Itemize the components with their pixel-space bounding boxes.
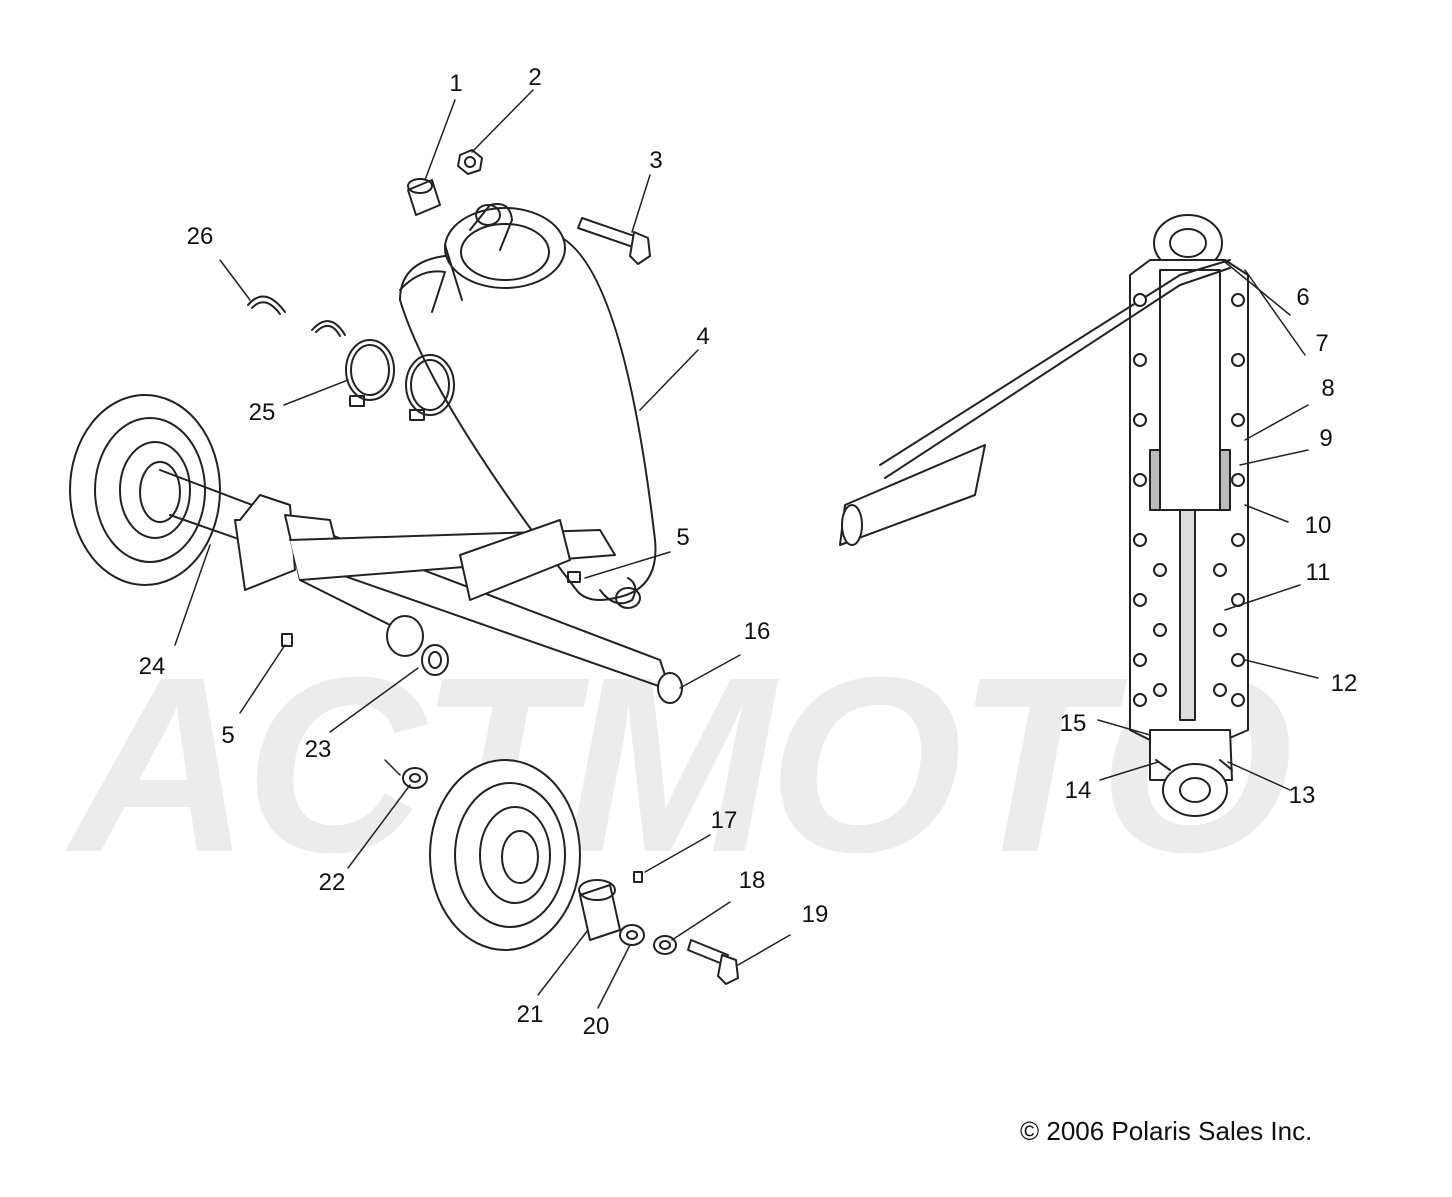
callout-5-upper: 5 xyxy=(676,524,690,551)
clamp-25 xyxy=(345,339,455,421)
callout-10: 10 xyxy=(1304,512,1332,539)
callout-21: 21 xyxy=(516,1001,544,1028)
set-screw-17 xyxy=(633,871,643,883)
bolt-3 xyxy=(577,217,651,265)
callout-26: 26 xyxy=(186,223,214,250)
washer-20 xyxy=(619,924,645,946)
washer-18 xyxy=(653,935,677,955)
callout-23: 23 xyxy=(304,736,332,763)
callout-3: 3 xyxy=(649,147,663,174)
callout-11: 11 xyxy=(1305,559,1331,586)
leader-lines xyxy=(174,89,1319,1009)
shock-cutaway xyxy=(839,214,1249,817)
spring-coils xyxy=(1133,293,1245,707)
bushing-23 xyxy=(421,644,449,676)
washer-22 xyxy=(402,767,428,789)
bolt-19 xyxy=(687,939,739,985)
copyright-notice: © 2006 Polaris Sales Inc. xyxy=(1020,1116,1313,1146)
bushing-1 xyxy=(407,178,441,216)
callout-15: 15 xyxy=(1059,710,1087,737)
callout-25: 25 xyxy=(248,399,276,426)
callout-4: 4 xyxy=(696,323,710,350)
callout-14: 14 xyxy=(1064,777,1092,804)
callout-7: 7 xyxy=(1315,330,1329,357)
callout-12: 12 xyxy=(1330,670,1358,697)
callout-17: 17 xyxy=(710,807,738,834)
idler-wheel xyxy=(429,759,581,951)
callout-19: 19 xyxy=(801,901,829,928)
callout-22: 22 xyxy=(318,869,346,896)
callout-6: 6 xyxy=(1296,284,1310,311)
clip-26 xyxy=(247,295,346,337)
shock-absorber-4 xyxy=(399,203,657,609)
nut-2 xyxy=(457,149,483,175)
grease-fitting-5 xyxy=(281,571,581,647)
idler-arm-24 xyxy=(69,394,683,704)
spacer-21 xyxy=(578,879,621,941)
callout-8: 8 xyxy=(1321,375,1335,402)
callout-9: 9 xyxy=(1319,425,1333,452)
callout-2: 2 xyxy=(528,64,542,91)
callout-16: 16 xyxy=(743,618,771,645)
callout-20: 20 xyxy=(582,1013,610,1040)
callout-13: 13 xyxy=(1288,782,1316,809)
callout-24: 24 xyxy=(138,653,166,680)
callout-1: 1 xyxy=(449,70,463,97)
callout-18: 18 xyxy=(738,867,766,894)
callout-5-lower: 5 xyxy=(221,722,235,749)
